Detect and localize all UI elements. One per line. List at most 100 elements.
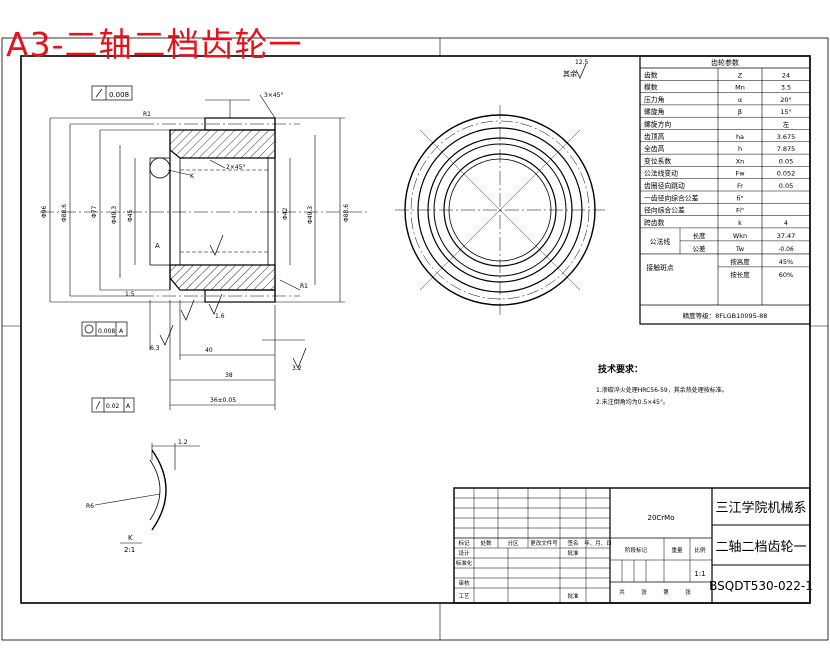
title-block — [453, 487, 811, 604]
param-name: 模数 — [644, 83, 658, 92]
param-contact-high-label: 按高度 — [730, 257, 750, 266]
param-symbol: Xn — [736, 157, 745, 165]
tb-stage-label: 阶段标记 — [625, 546, 648, 554]
param-tolerance-value: -0.06 — [778, 246, 794, 253]
dim-radius1: R1 — [143, 111, 151, 118]
dim-small-3: 3.2 — [292, 365, 302, 372]
tb-row-mid-label: 批准 — [567, 592, 579, 600]
param-symbol: k — [738, 219, 742, 227]
param-symbol: β — [738, 108, 742, 116]
gear-param-title: 齿轮参数 — [711, 58, 739, 67]
tb-drawing-no: BSQDT530-022-1 — [709, 579, 813, 593]
tech-req-title: 技术要求： — [598, 363, 643, 375]
param-symbol: ha — [736, 133, 744, 141]
tb-row-label: 标准化 — [456, 559, 473, 567]
param-name: 全齿高 — [644, 144, 665, 153]
param-symbol: Fw — [735, 170, 745, 178]
param-symbol: Fr — [737, 182, 743, 190]
dim-len3: 40 — [205, 347, 213, 354]
param-symbol: h — [738, 145, 742, 153]
parallel-value: 0.02 — [106, 403, 120, 410]
tb-stage-label: 重量 — [671, 546, 683, 554]
outer-frame — [1, 37, 829, 641]
param-name: 螺旋角 — [644, 107, 664, 116]
roughness-symbols — [159, 234, 307, 369]
tb-sheet-label: 张 — [685, 588, 691, 596]
flatness-value: 0.008 — [109, 91, 129, 99]
param-name: 螺旋方向 — [644, 120, 671, 129]
param-normal-length-label: 公法线 — [650, 237, 671, 246]
roughness-rest-value: 12.5 — [575, 59, 589, 66]
param-value: 4 — [784, 219, 788, 227]
param-value: 20° — [780, 96, 792, 104]
dim-small-4: 6.3 — [150, 345, 160, 352]
tolerance-flatness — [91, 85, 133, 101]
param-value: 7.875 — [777, 145, 796, 153]
front-view — [395, 105, 605, 315]
dim-od4: Φ49.3 — [111, 206, 118, 224]
tb-row-label: 审核 — [458, 579, 470, 587]
gear-param-table — [639, 55, 811, 325]
tb-row-mid-label: 批准 — [567, 549, 579, 557]
param-length-label: 长度 — [693, 231, 707, 240]
tb-material: 20CrMo — [648, 514, 675, 522]
param-symbol: fi" — [736, 194, 743, 202]
dim-radius2: R1 — [300, 283, 308, 290]
roughness-rest-label: 其余 — [563, 69, 577, 78]
param-value: 15° — [780, 108, 792, 116]
inner-frame — [20, 55, 811, 604]
detail-radius: R6 — [86, 503, 94, 510]
param-length-symbol: Wkn — [733, 232, 747, 240]
section-view — [40, 117, 370, 303]
sheet-title: A3-二轴二档齿轮一 — [6, 25, 303, 64]
tb-row-label: 工艺 — [458, 593, 470, 600]
tb-sheet-label: 张 — [641, 588, 647, 596]
tb-stage-labels: 阶段标记 重量 比例 — [625, 546, 706, 554]
param-name: 变位系数 — [644, 156, 671, 165]
tb-stage-label: 比例 — [694, 546, 706, 554]
datum-a: A — [155, 242, 160, 250]
tolerance-parallel — [91, 397, 135, 413]
dim-bore2: Φ42 — [282, 207, 289, 220]
runout-datum: A — [119, 328, 124, 335]
tb-sheet-labels: 共张第张 — [619, 588, 691, 596]
dim-bore1: Φ45 — [127, 209, 134, 222]
param-contact-long-value: 60% — [779, 271, 793, 279]
param-name: 一齿径向综合公差 — [644, 193, 699, 202]
tb-header-cell: 分区 — [507, 539, 519, 547]
tolerance-runout — [81, 321, 128, 337]
param-length-value: 37.47 — [777, 232, 796, 240]
detail-label: K — [128, 534, 133, 542]
dim-len2: 38 — [225, 372, 233, 379]
tb-part-name: 二轴二档齿轮一 — [715, 540, 806, 555]
left-dimensions — [49, 94, 345, 410]
dim-od3: Φ77 — [91, 205, 98, 218]
dim-small-2: 1.6 — [215, 313, 225, 320]
dim-small-1: 1.5 — [125, 291, 135, 298]
param-contact-long-label: 按长度 — [730, 270, 750, 279]
detail-k — [94, 443, 200, 531]
tb-scale: 1:1 — [694, 570, 705, 578]
param-value: 左 — [783, 120, 790, 129]
upper-wall-hatch — [169, 129, 276, 159]
tb-sheet-label: 共 — [619, 588, 625, 596]
param-symbol: Z — [738, 71, 743, 79]
param-contact-label: 接触斑点 — [646, 263, 673, 272]
param-symbol: Fi" — [736, 207, 744, 215]
gear-accuracy: 精度等级：8FLGB10095-88 — [683, 311, 768, 320]
param-symbol: α — [738, 96, 742, 104]
tb-header-cell: 年、月、日 — [584, 539, 612, 547]
param-name: 径向综合公差 — [644, 206, 685, 215]
dim-od2: Φ88.6 — [61, 204, 68, 222]
param-name: 齿数 — [644, 70, 658, 79]
dim-k-mark: K — [190, 173, 195, 180]
param-value: 3.5 — [781, 84, 791, 92]
dim-len1: 36±0.05 — [210, 397, 236, 404]
tech-req-item-1: 1.渗碳淬火处理HRC56-59，其余热处理按标准。 — [596, 386, 728, 394]
tb-sheet-label: 第 — [663, 588, 669, 596]
param-name: 齿圈径向跳动 — [644, 181, 685, 190]
param-tolerance-symbol: Tw — [735, 245, 745, 253]
